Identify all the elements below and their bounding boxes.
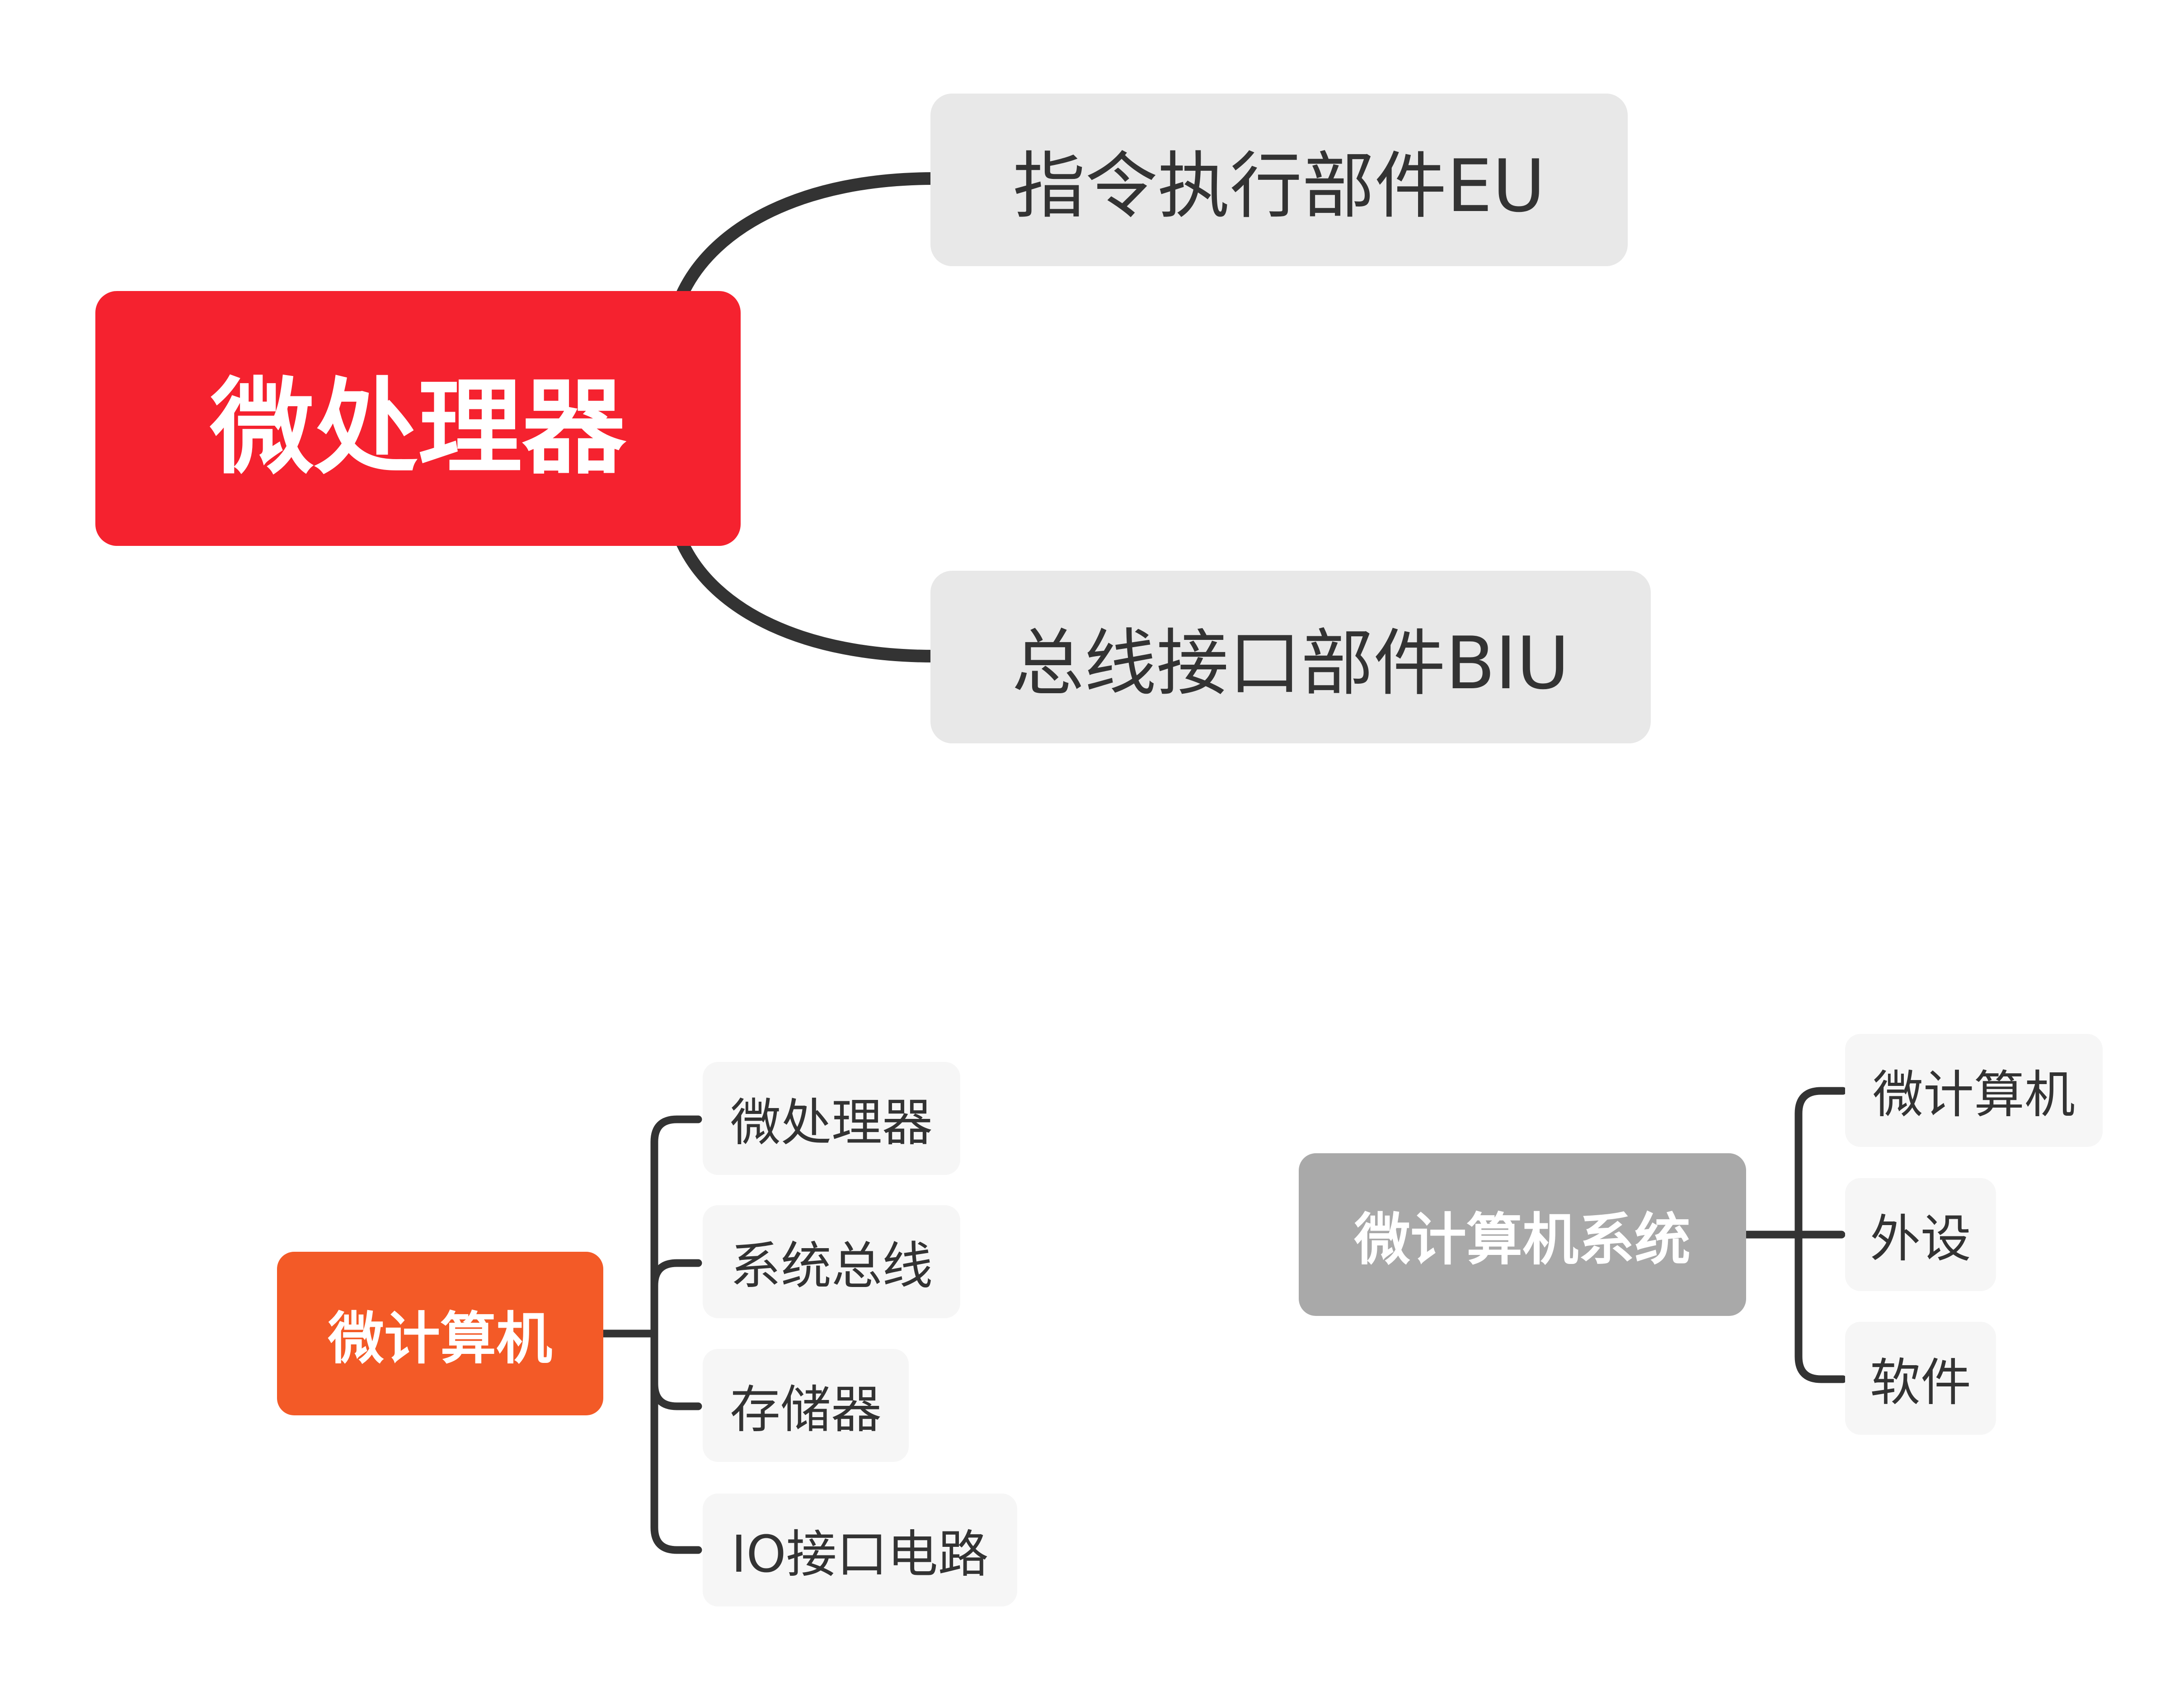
root-node-weichuliqi[interactable]: 微处理器 — [95, 291, 741, 546]
connector-bracket-weijisuanji — [599, 1115, 702, 1554]
root-node-weijisuanji-xitong[interactable]: 微计算机系统 — [1299, 1153, 1746, 1316]
leaf-node-weijisuanji[interactable]: 微计算机 — [1845, 1034, 2103, 1147]
leaf-node-io-jiekou-dianlu[interactable]: IO接口电路 — [703, 1494, 1017, 1606]
leaf-node-cunchuqi[interactable]: 存储器 — [703, 1349, 909, 1462]
node-biu[interactable]: 总线接口部件BIU — [930, 571, 1651, 743]
connector-eu — [676, 172, 939, 300]
root-node-label: 微处理器 — [210, 367, 626, 489]
leaf-label: 微计算机 — [1873, 1066, 2075, 1124]
connector-biu — [676, 537, 939, 662]
node-eu[interactable]: 指令执行部件EU — [930, 94, 1628, 266]
leaf-label: 外设 — [1870, 1210, 1971, 1268]
leaf-label: 系统总线 — [730, 1237, 933, 1296]
leaf-node-waishe[interactable]: 外设 — [1845, 1178, 1996, 1291]
leaf-label: 存储器 — [730, 1381, 882, 1439]
leaf-node-ruanjian[interactable]: 软件 — [1845, 1322, 1996, 1435]
leaf-node-xitongzongxian[interactable]: 系统总线 — [703, 1205, 960, 1318]
root-node-weijisuanji[interactable]: 微计算机 — [277, 1252, 603, 1415]
root-node-label: 微计算机系统 — [1354, 1207, 1691, 1273]
node-label: 指令执行部件EU — [1013, 144, 1545, 228]
leaf-label: 软件 — [1870, 1353, 1971, 1412]
node-label: 总线接口部件BIU — [1011, 621, 1570, 705]
leaf-node-weichuliqi[interactable]: 微处理器 — [703, 1062, 960, 1175]
leaf-label: 微处理器 — [730, 1094, 933, 1152]
connector-bracket-system — [1742, 1087, 1847, 1383]
root-node-label: 微计算机 — [328, 1306, 552, 1372]
leaf-label: IO接口电路 — [731, 1525, 989, 1584]
